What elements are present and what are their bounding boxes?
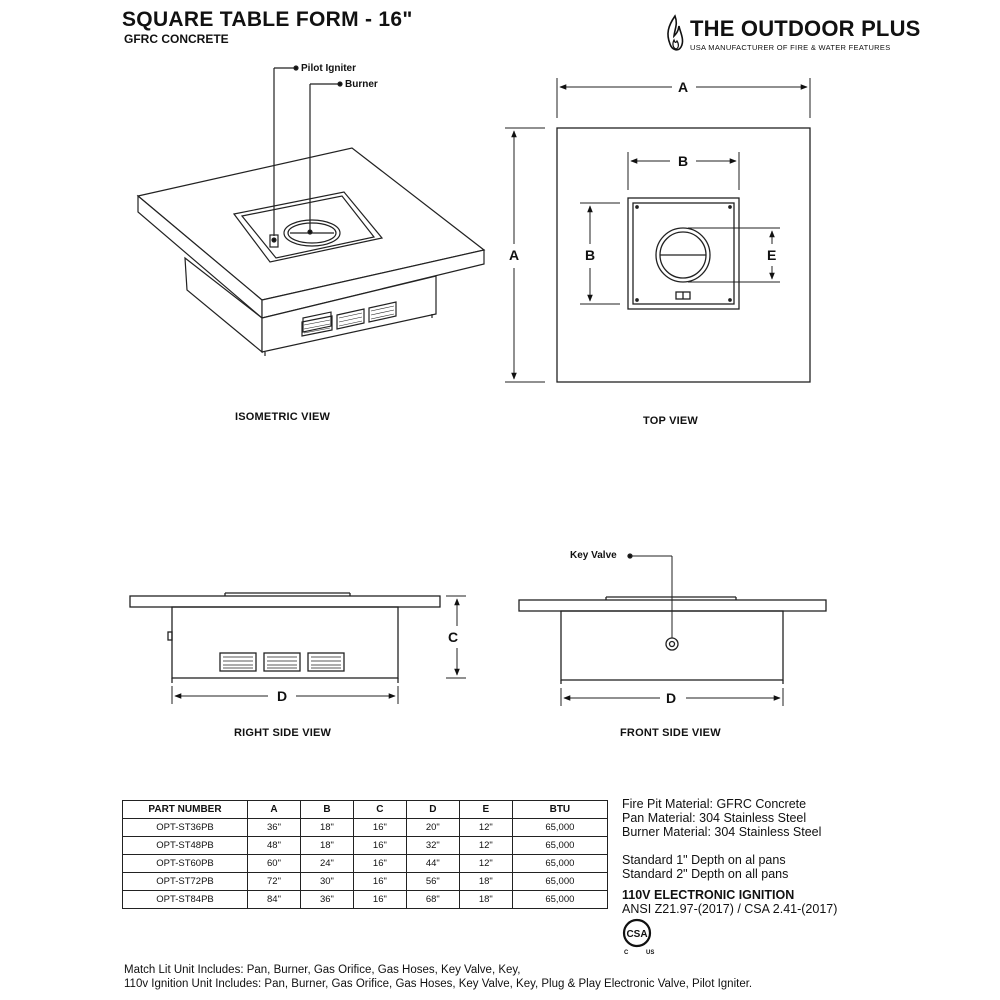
cell-e: 12" [458, 818, 513, 837]
dim-d-right: D [277, 688, 288, 704]
table-row: OPT-ST84PB 84" 36" 16" 68" 18" 65,000 [122, 890, 609, 909]
cell-c: 16" [352, 836, 407, 855]
table-row: OPT-ST60PB 60" 24" 16" 44" 12" 65,000 [122, 854, 609, 873]
match-lit-includes: Match Lit Unit Includes: Pan, Burner, Ga… [124, 964, 521, 976]
table-row: OPT-ST48PB 48" 18" 16" 32" 12" 65,000 [122, 836, 609, 855]
cell-btu: 65,000 [511, 872, 609, 891]
cell-c: 16" [352, 872, 407, 891]
label-isometric-view: ISOMETRIC VIEW [235, 411, 331, 423]
iso-vent-group [302, 311, 332, 333]
cell-part-number: OPT-ST48PB [122, 836, 248, 855]
flame-logo-icon [667, 14, 684, 51]
cell-c: 16" [352, 854, 407, 873]
cell-btu: 65,000 [511, 836, 609, 855]
callout-burner: Burner [345, 79, 378, 90]
dim-b-side: B [585, 247, 596, 263]
cell-a: 36" [247, 818, 301, 837]
callout-pilot-igniter: Pilot Igniter [301, 63, 356, 74]
cell-b: 18" [299, 818, 354, 837]
header-a: A [247, 800, 301, 819]
dim-d-front: D [666, 690, 677, 706]
cell-part-number: OPT-ST84PB [122, 890, 248, 909]
csa-mark-text: CSA [626, 929, 647, 940]
cell-d: 44" [405, 854, 460, 873]
csa-us-text: US [646, 950, 654, 956]
label-right-side-view: RIGHT SIDE VIEW [234, 727, 332, 739]
cell-b: 30" [299, 872, 354, 891]
cell-a: 60" [247, 854, 301, 873]
header-c: C [352, 800, 407, 819]
csa-c-text: C [624, 950, 629, 956]
cell-e: 12" [458, 854, 513, 873]
header-btu: BTU [511, 800, 609, 819]
header-d: D [405, 800, 460, 819]
cell-d: 32" [405, 836, 460, 855]
callout-key-valve: Key Valve [570, 550, 617, 561]
label-top-view: TOP VIEW [643, 415, 698, 427]
cell-btu: 65,000 [511, 818, 609, 837]
cell-e: 12" [458, 836, 513, 855]
cell-d: 56" [405, 872, 460, 891]
isometric-view-drawing [136, 65, 486, 356]
spec-table: PART NUMBER A B C D E BTU OPT-ST36PB 36"… [122, 800, 609, 909]
header-part-number: PART NUMBER [122, 800, 248, 819]
cell-part-number: OPT-ST36PB [122, 818, 248, 837]
material-burner: Burner Material: 304 Stainless Steel [622, 825, 822, 839]
table-row: OPT-ST36PB 36" 18" 16" 20" 12" 65,000 [122, 818, 609, 837]
pan-depth-2: Standard 2" Depth on all pans [622, 867, 789, 881]
cell-c: 16" [352, 890, 407, 909]
cell-b: 36" [299, 890, 354, 909]
csa-certification-icon: CSA C US [622, 918, 654, 956]
cell-btu: 65,000 [511, 854, 609, 873]
cell-e: 18" [458, 890, 513, 909]
cell-btu: 65,000 [511, 890, 609, 909]
spec-table-header-row: PART NUMBER A B C D E BTU [122, 800, 609, 819]
certification-standards: ANSI Z21.97-(2017) / CSA 2.41-(2017) [622, 902, 838, 916]
cell-b: 18" [299, 836, 354, 855]
brand-name: THE OUTDOOR PLUS [690, 16, 921, 41]
ignition-unit-includes: 110v Ignition Unit Includes: Pan, Burner… [124, 978, 753, 990]
cell-d: 20" [405, 818, 460, 837]
cell-c: 16" [352, 818, 407, 837]
right-side-view-drawing [129, 592, 466, 704]
label-front-side-view: FRONT SIDE VIEW [620, 727, 721, 739]
dim-c: C [448, 629, 459, 645]
page-title: SQUARE TABLE FORM - 16" [122, 8, 413, 31]
brand-tagline: USA MANUFACTURER OF FIRE & WATER FEATURE… [690, 43, 891, 52]
header-b: B [299, 800, 354, 819]
table-row: OPT-ST72PB 72" 30" 16" 56" 18" 65,000 [122, 872, 609, 891]
cell-a: 72" [247, 872, 301, 891]
cell-a: 48" [247, 836, 301, 855]
top-view-drawing [505, 78, 811, 383]
front-side-view-drawing [518, 553, 827, 706]
page-subtitle: GFRC CONCRETE [124, 32, 229, 46]
material-fire-pit: Fire Pit Material: GFRC Concrete [622, 797, 807, 811]
dim-a-top: A [678, 79, 689, 95]
dim-e: E [767, 247, 777, 263]
cell-e: 18" [458, 872, 513, 891]
ignition-heading: 110V ELECTRONIC IGNITION [622, 888, 795, 902]
material-pan: Pan Material: 304 Stainless Steel [622, 811, 807, 825]
dim-b-top: B [678, 153, 689, 169]
cell-b: 24" [299, 854, 354, 873]
dim-a-side: A [509, 247, 520, 263]
cell-d: 68" [405, 890, 460, 909]
cell-part-number: OPT-ST72PB [122, 872, 248, 891]
cell-part-number: OPT-ST60PB [122, 854, 248, 873]
pan-depth-1: Standard 1" Depth on al pans [622, 853, 786, 867]
header-e: E [458, 800, 513, 819]
cell-a: 84" [247, 890, 301, 909]
